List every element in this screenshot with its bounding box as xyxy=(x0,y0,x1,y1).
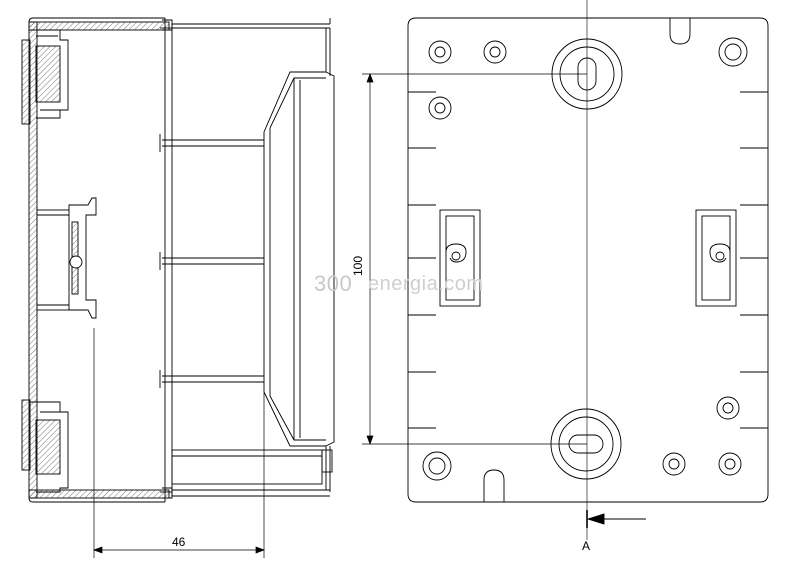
rib-slots-left xyxy=(408,91,436,429)
lid xyxy=(162,18,335,499)
din-rail xyxy=(36,197,97,319)
top-clip xyxy=(21,29,69,125)
screw-boss-bottom-mid xyxy=(662,452,686,476)
svg-text:300: 300 xyxy=(314,271,352,296)
bottom-tab xyxy=(483,469,505,502)
screw-boss-bottom-right xyxy=(718,452,742,476)
svg-text:energia.com: energia.com xyxy=(368,273,484,295)
din-bracket-left xyxy=(439,209,481,307)
rib-slots-right xyxy=(740,91,768,429)
screw-boss-right-lower xyxy=(716,396,740,420)
bottom-clip xyxy=(21,399,69,493)
back-plate-outline xyxy=(407,17,769,503)
box-body xyxy=(159,18,271,502)
back-view xyxy=(362,0,769,540)
top-tab xyxy=(669,18,691,45)
dimension-46 xyxy=(93,328,265,558)
dimension-height-label: 100 xyxy=(351,256,365,276)
screw-boss-bottom-left xyxy=(422,451,452,481)
din-bracket-right xyxy=(695,209,737,307)
dimension-100 xyxy=(362,73,587,445)
screw-boss-left-upper xyxy=(428,96,452,120)
watermark: 300 energia.com xyxy=(314,271,484,296)
screw-boss-top-right xyxy=(718,37,748,67)
section-label: A xyxy=(582,539,590,553)
screw-boss-top-mid xyxy=(483,40,507,64)
screw-boss-top-left xyxy=(428,40,452,64)
section-arrow xyxy=(586,510,646,528)
dimension-width-label: 46 xyxy=(172,535,186,549)
side-section-view xyxy=(21,17,335,558)
